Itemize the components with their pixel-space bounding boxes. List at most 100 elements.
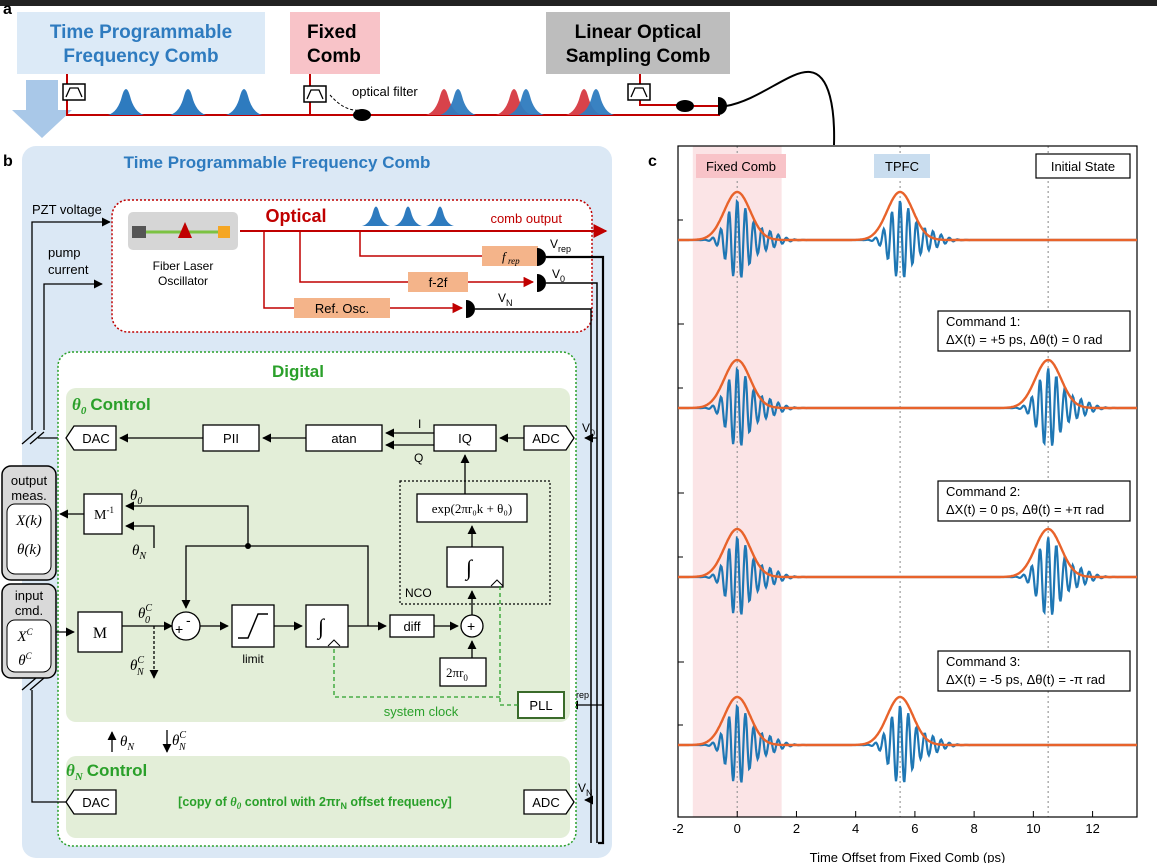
- panel-b-title: Time Programmable Frequency Comb: [124, 153, 431, 172]
- command-text-2: ΔX(t) = 0 ps, Δθ(t) = +π rad: [946, 502, 1104, 517]
- fixed-comb-tag: Fixed Comb: [706, 159, 776, 174]
- command-title-3: Command 3:: [946, 654, 1020, 669]
- adc-label: ADC: [532, 431, 559, 446]
- sum-plus: +: [175, 621, 183, 637]
- v0-sub: 0: [560, 274, 565, 284]
- sum-minus: -: [186, 612, 191, 628]
- filter-icon-loc: [627, 83, 651, 101]
- photodetector-icon-refosc: [466, 300, 475, 318]
- vn-bus: [475, 308, 592, 843]
- command-title-1: Command 1:: [946, 314, 1020, 329]
- laser-gain-icon: [178, 222, 192, 238]
- nco-exp-label: exp(2πr₀k + θ₀): [432, 501, 512, 516]
- nco-label: NCO: [405, 586, 432, 600]
- f2f-box: [408, 272, 468, 292]
- pii-label: PII: [223, 431, 239, 446]
- x-tick-label-7: 12: [1085, 821, 1099, 836]
- dac-label: DAC: [82, 431, 109, 446]
- trace-envelope-2: [678, 527, 1137, 579]
- trace-envelope-0: [678, 190, 1137, 242]
- frep-label: f: [502, 249, 508, 264]
- iq-label: IQ: [458, 431, 472, 446]
- fiber-laser-label-1: Fiber Laser: [153, 259, 214, 273]
- tpfc-pulses: [108, 89, 262, 115]
- vrep-sub: rep: [558, 244, 571, 254]
- adder-plus: +: [467, 618, 475, 634]
- command-box-2: [937, 480, 1131, 522]
- photodetector-icon-f2f: [537, 274, 546, 292]
- panel-a-letter: a: [3, 1, 12, 18]
- nco-box: [399, 480, 551, 605]
- dac-n-feedback: [31, 690, 66, 803]
- bus-slash-top: [21, 431, 45, 445]
- x-tick-label-5: 8: [971, 821, 978, 836]
- nco-clock-icon: [490, 579, 504, 587]
- input-var-x: XC: [16, 627, 33, 645]
- vn-adc-label: V: [578, 781, 586, 795]
- theta0-feedback: [125, 501, 249, 546]
- i-label: I: [418, 417, 421, 431]
- loc-title-line2: Sampling Comb: [566, 46, 711, 67]
- tpfc-title-line2: Frequency Comb: [63, 46, 218, 67]
- output-var-x: X(k): [15, 513, 42, 529]
- adc-block: [523, 425, 575, 451]
- minv-block: [83, 493, 123, 535]
- top-rule: [0, 0, 1157, 6]
- filter-icon-tpfc: [62, 83, 86, 101]
- vrep-pll-sub: rep: [576, 690, 589, 700]
- nco-integrator-block: [446, 546, 504, 588]
- input-vars-box: [6, 619, 52, 673]
- command-title-2: Command 2:: [946, 484, 1020, 499]
- laser-element-left: [132, 226, 146, 238]
- plot-frame: [677, 145, 1138, 818]
- refosc-branch: [263, 231, 464, 314]
- initial-state-label: Initial State: [1051, 159, 1115, 174]
- filter-icon-fixed: [303, 85, 327, 103]
- x-tick-label-3: 4: [852, 821, 859, 836]
- system-clock-label: system clock: [384, 704, 459, 719]
- output-var-theta: θ(k): [17, 542, 41, 558]
- tpfc-title-line1: Time Programmable: [50, 22, 232, 43]
- minv-label: M-1: [94, 505, 114, 523]
- photodetector-icon-frep: [537, 248, 546, 266]
- diff-label: diff: [403, 619, 420, 634]
- frep-box: [482, 246, 538, 266]
- comb-output-label: comb output: [490, 211, 562, 226]
- vn-label: V: [498, 291, 506, 305]
- ref-osc-box: [294, 298, 390, 318]
- two-pi-r0-block: [439, 657, 487, 687]
- iq-block: [433, 424, 497, 452]
- output-meas-label-1: output: [11, 473, 48, 488]
- digital-title: Digital: [272, 362, 324, 381]
- command-text-3: ΔX(t) = -5 ps, Δθ(t) = -π rad: [946, 672, 1105, 687]
- copy-note: [copy of θ0 control with 2πrN offset fre…: [178, 795, 452, 811]
- command-box-1: [937, 310, 1131, 352]
- fixed-title-line2: Comb: [307, 46, 361, 67]
- trace-envelope-1: [678, 358, 1137, 410]
- dac-block-n: [65, 789, 117, 815]
- feedback-to-sum: [181, 545, 248, 609]
- input-var-theta: θC: [18, 651, 32, 669]
- minv-theta0: θ0: [130, 488, 142, 507]
- pll-block: [517, 691, 565, 719]
- v0-bus: [546, 282, 598, 843]
- comb-output-pulses: [362, 206, 454, 226]
- thetan-to-minv: [125, 521, 155, 548]
- frep-sub: rep: [508, 256, 520, 266]
- feedback-branch: [248, 545, 369, 626]
- vrep-bus: [546, 255, 605, 845]
- v0-adc-sub: 0: [590, 428, 595, 438]
- output-meas-label-2: meas.: [11, 488, 46, 503]
- adc-block-n: [523, 789, 575, 815]
- x-tick-label-2: 2: [793, 821, 800, 836]
- vn-sub: N: [506, 298, 513, 308]
- integrator-symbol: ∫: [316, 614, 326, 640]
- loc-title-box: [546, 12, 730, 74]
- detector-cable: [725, 70, 836, 146]
- command-box-3: [937, 650, 1131, 692]
